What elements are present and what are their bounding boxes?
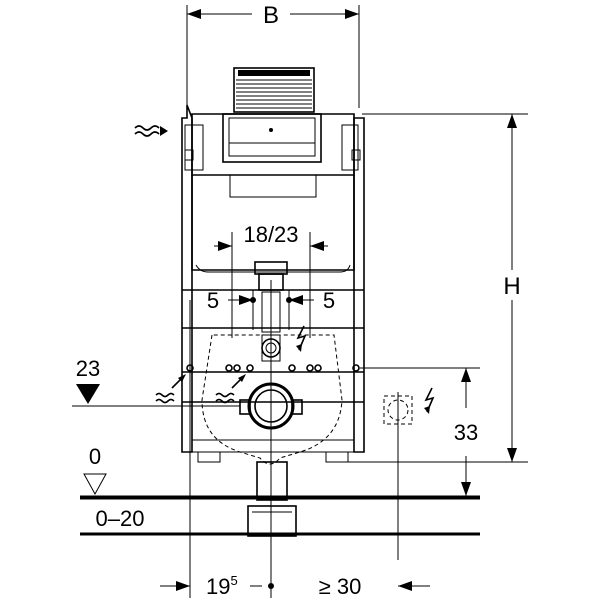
drain-height-label: 23	[76, 356, 100, 381]
floor-level-label: 0	[89, 444, 101, 469]
height-label: H	[503, 273, 520, 300]
offset-dimensions: 5 5	[207, 288, 335, 330]
bottom-dimensions: 195 ≥ 30	[160, 300, 430, 599]
wc-ceramic-outline	[201, 334, 343, 465]
offset-right-label: 5	[323, 288, 335, 313]
frame	[181, 104, 365, 463]
offset-left-label: 5	[207, 288, 219, 313]
min-distance-label: ≥ 30	[319, 574, 362, 599]
electric-height-dimension: 33	[360, 367, 480, 560]
drain-height-dimension: 23	[72, 356, 246, 407]
spacing-dimension: 18/23	[214, 222, 328, 338]
floor-levels: 0 0–20	[80, 444, 480, 536]
lightning-icon	[296, 325, 307, 352]
side-offset-label: 195	[206, 573, 238, 599]
water-waves-icon	[134, 125, 168, 137]
height-dimension: H	[345, 113, 528, 463]
flush-plate-opening	[233, 67, 315, 113]
width-dimension: B	[186, 2, 360, 108]
electric-height-label: 33	[454, 420, 478, 445]
spacing-label: 18/23	[243, 222, 298, 247]
width-label: B	[263, 2, 279, 29]
floor-range-label: 0–20	[96, 506, 145, 531]
